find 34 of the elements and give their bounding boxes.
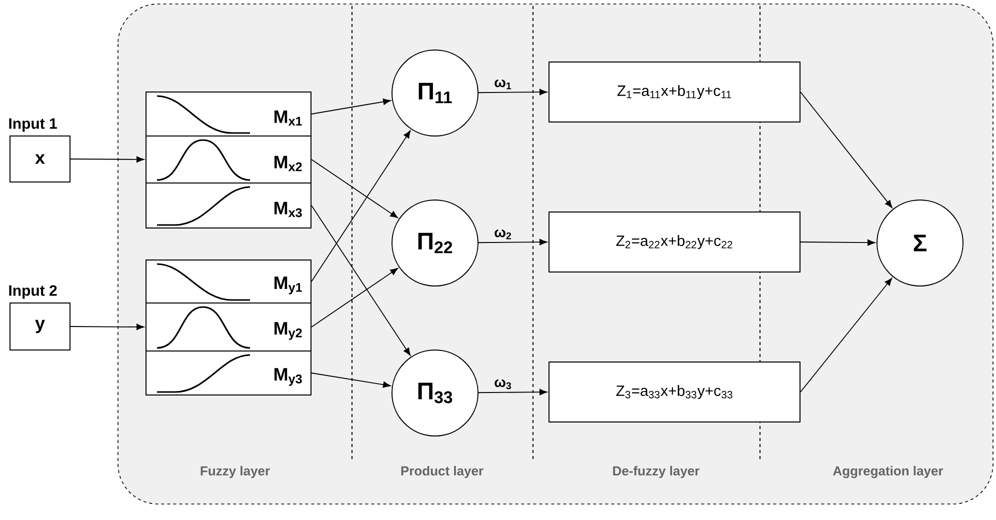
arrow <box>478 388 548 396</box>
membership-box: M$_{x2}$ <box>146 136 312 184</box>
input-box: Input 2 y <box>9 285 70 350</box>
arrow <box>311 130 411 282</box>
arrow <box>311 159 398 218</box>
membership-box: M$_{y2}$ <box>146 302 312 352</box>
arrow <box>311 268 398 328</box>
arrow <box>70 156 144 163</box>
arrow <box>70 324 144 330</box>
formula-box: Z$_{3}$=a$_{33}$x+b$_{33}$y+c$_{33}$ <box>548 362 800 422</box>
membership-box: M$_{y1}$ <box>146 260 312 304</box>
arrow <box>800 278 892 392</box>
edge-label: ω$_{2}$ <box>494 230 511 240</box>
arrow <box>478 238 548 246</box>
formula-box: Z$_{2}$=a$_{22}$x+b$_{22}$y+c$_{22}$ <box>548 212 800 272</box>
input-label: Input 1 <box>9 118 57 132</box>
arrow <box>311 205 411 356</box>
layer-label: De-fuzzy layer <box>613 466 700 478</box>
membership-box: M$_{x3}$ <box>146 182 312 228</box>
membership-box: M$_{y3}$ <box>146 350 312 396</box>
edge-label: ω$_{1}$ <box>494 80 512 90</box>
arrow <box>800 92 892 208</box>
arrow <box>478 88 548 96</box>
layer-label: Product layer <box>401 466 484 478</box>
formula-box: Z$_{1}$=a$_{11}$x+b$_{11}$y+c$_{11}$ <box>548 62 800 122</box>
membership-box: M$_{x1}$ <box>146 92 312 136</box>
arrow <box>311 372 391 388</box>
input-label: Input 2 <box>9 285 57 299</box>
input-box: Input 1 x <box>9 118 70 182</box>
layer-label: Fuzzy layer <box>200 466 270 478</box>
arrow <box>311 98 391 114</box>
arrow <box>800 239 876 246</box>
edge-label: ω$_{3}$ <box>494 379 512 390</box>
layer-label: Aggregation layer <box>833 466 944 478</box>
